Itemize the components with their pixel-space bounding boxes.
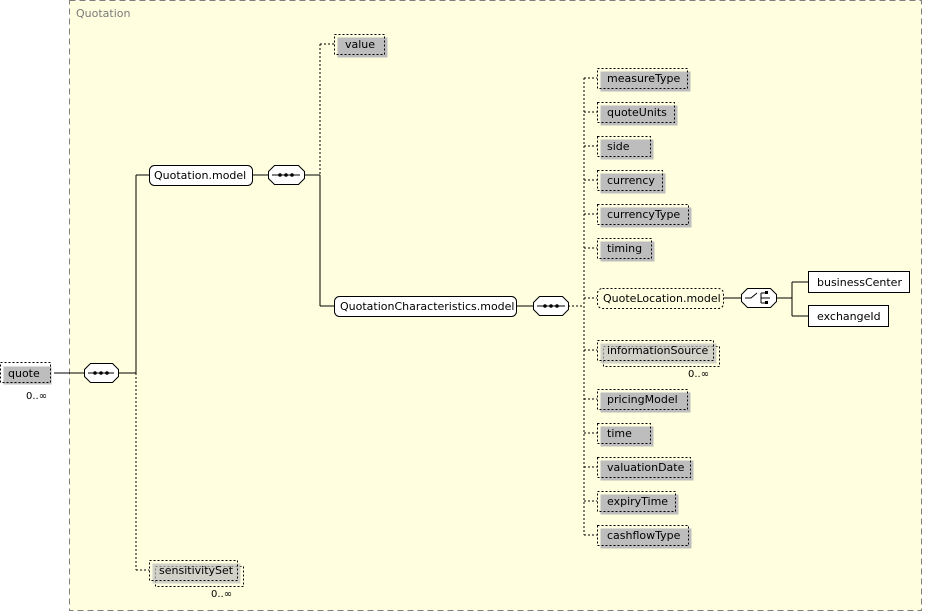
measure-type-label: measureType <box>607 72 680 85</box>
quote-label: quote <box>8 367 40 380</box>
cashflow-type-label: cashflowType <box>607 529 681 542</box>
currency-type-label: currencyType <box>607 208 680 221</box>
business-center-element[interactable]: businessCenter <box>808 271 910 293</box>
group-title: Quotation <box>76 7 131 20</box>
quote-location-choice-icon[interactable] <box>741 288 777 308</box>
quotation-model-label: Quotation.model <box>154 169 246 182</box>
timing-label: timing <box>607 242 642 255</box>
exchange-id-element[interactable]: exchangeId <box>808 305 889 327</box>
valuation-date-label: valuationDate <box>607 461 685 474</box>
quote-units-label: quoteUnits <box>607 106 667 119</box>
exchange-id-label: exchangeId <box>817 310 881 323</box>
quote-occurs: 0..∞ <box>26 391 47 402</box>
time-element[interactable]: time <box>597 423 654 447</box>
sensitivity-set-occurs: 0..∞ <box>211 589 232 600</box>
quote-units-element[interactable]: quoteUnits <box>597 102 678 126</box>
measure-type-element[interactable]: measureType <box>597 68 691 92</box>
currency-element[interactable]: currency <box>597 170 666 194</box>
pricing-model-label: pricingModel <box>607 393 678 406</box>
expiry-time-label: expiryTime <box>607 495 668 508</box>
value-element[interactable]: value <box>334 34 388 58</box>
information-source-element[interactable]: informationSource 0..∞ <box>597 340 720 381</box>
currency-type-element[interactable]: currencyType <box>597 204 692 228</box>
quotation-model-sequence-icon[interactable] <box>268 165 305 185</box>
quotation-model-group[interactable]: Quotation.model <box>149 165 253 186</box>
business-center-label: businessCenter <box>817 276 902 289</box>
sensitivity-set-element[interactable]: sensitivitySet 0..∞ <box>149 560 244 601</box>
side-label: side <box>607 140 630 153</box>
timing-element[interactable]: timing <box>597 238 655 262</box>
expiry-time-element[interactable]: expiryTime <box>597 491 679 515</box>
pricing-model-element[interactable]: pricingModel <box>597 389 691 413</box>
quote-location-model-group[interactable]: QuoteLocation.model <box>597 288 724 309</box>
root-sequence-icon[interactable] <box>84 363 119 383</box>
cashflow-type-element[interactable]: cashflowType <box>597 525 692 549</box>
connectors <box>54 43 808 571</box>
quotation-characteristics-model-label: QuotationCharacteristics.model <box>340 300 514 313</box>
currency-label: currency <box>607 174 655 187</box>
information-source-label: informationSource <box>607 344 708 357</box>
quotation-characteristics-model-group[interactable]: QuotationCharacteristics.model <box>334 296 517 317</box>
quote-location-model-label: QuoteLocation.model <box>603 292 721 305</box>
value-label: value <box>345 38 375 51</box>
sensitivity-set-label: sensitivitySet <box>159 564 234 577</box>
information-source-occurs: 0..∞ <box>688 369 709 380</box>
side-element[interactable]: side <box>597 136 654 160</box>
characteristics-sequence-icon[interactable] <box>533 296 569 316</box>
time-label: time <box>607 427 632 440</box>
valuation-date-element[interactable]: valuationDate <box>597 457 694 481</box>
quote-element[interactable]: quote 0..∞ <box>0 362 52 403</box>
